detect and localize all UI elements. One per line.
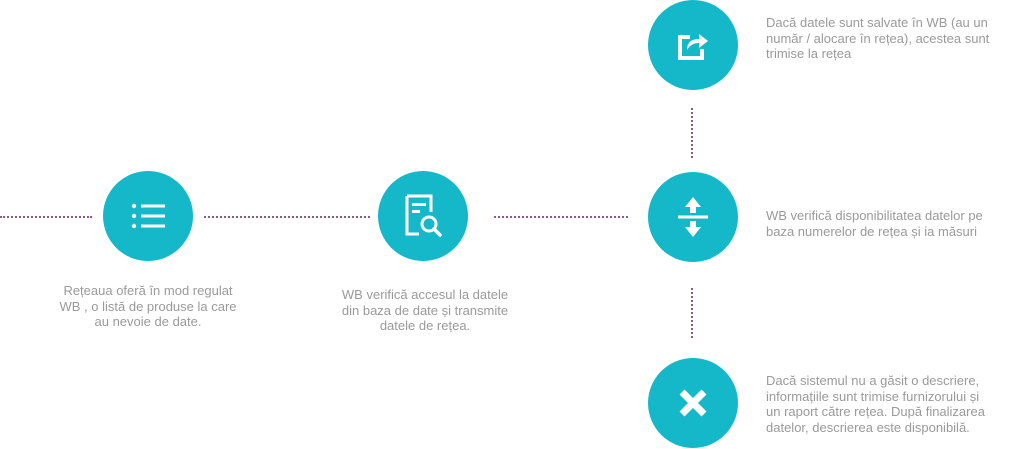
close-icon: [679, 389, 707, 417]
connector-line-2-branch: [494, 216, 628, 218]
step1-circle: [103, 171, 193, 261]
step2-caption: WB verifică accesul la datele din baza d…: [341, 287, 509, 333]
step4-text: WB verifică disponibilitatea datelor pe …: [766, 208, 983, 239]
step1-caption: Rețeaua oferă în mod regulat WB , o list…: [59, 283, 237, 329]
step4-circle: [648, 172, 738, 262]
connector-line-vertical-bottom: [691, 288, 693, 338]
step5-text: Dacă sistemul nu a găsit o descriere, in…: [766, 373, 985, 435]
connector-line-left: [0, 216, 92, 218]
export-icon: [678, 34, 708, 60]
step3-circle: [648, 0, 738, 90]
step2-circle: [378, 171, 468, 261]
split-arrows-icon: [678, 197, 708, 237]
document-search-icon: [405, 194, 442, 237]
connector-line-vertical-top: [691, 108, 693, 158]
step3-text: Dacă datele sunt salvate în WB (au un nu…: [766, 15, 990, 61]
connector-line-1-2: [204, 216, 370, 218]
step5-circle: [648, 358, 738, 448]
list-icon: [131, 203, 165, 229]
